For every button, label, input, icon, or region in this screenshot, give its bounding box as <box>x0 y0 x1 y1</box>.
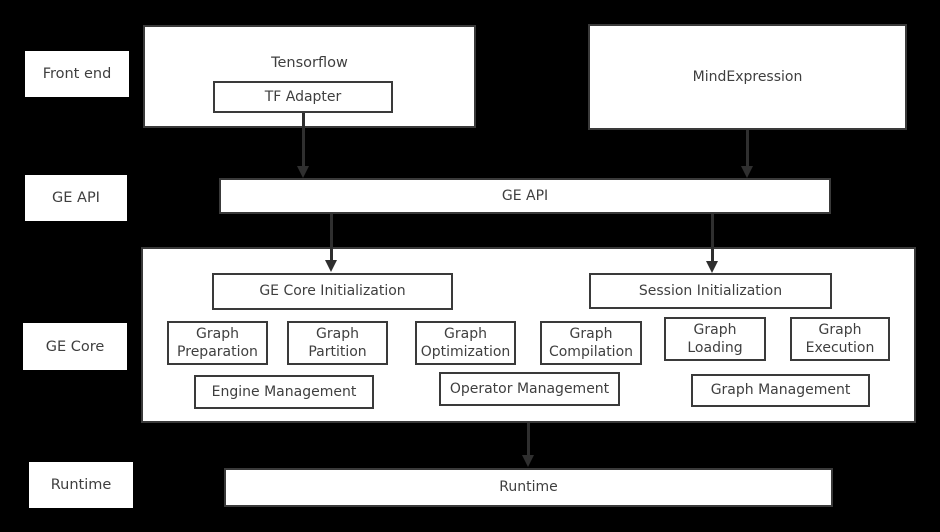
graph-loading-box: Graph Loading <box>664 317 766 361</box>
mindexpression-box: MindExpression <box>588 24 907 130</box>
arrow-mindexpression-to-ge-api <box>740 130 754 178</box>
arrow-ge-api-to-ge-core-initialization <box>324 214 338 272</box>
row-label-front-end: Front end <box>25 51 129 97</box>
engine-management-box: Engine Management <box>194 375 374 409</box>
graph-preparation-box: Graph Preparation <box>167 321 268 365</box>
graph-optimization-box: Graph Optimization <box>415 321 516 365</box>
graph-partition-box: Graph Partition <box>287 321 388 365</box>
row-label-ge-core: GE Core <box>23 323 127 370</box>
graph-management-box: Graph Management <box>691 374 870 407</box>
operator-management-box: Operator Management <box>439 372 620 406</box>
graph-execution-box: Graph Execution <box>790 317 890 361</box>
ge-core-initialization-box: GE Core Initialization <box>212 273 453 310</box>
arrow-ge-core-to-runtime <box>521 423 535 467</box>
runtime-bar: Runtime <box>224 468 833 507</box>
ge-api-bar: GE API <box>219 178 831 214</box>
row-label-runtime: Runtime <box>29 462 133 508</box>
graph-compilation-box: Graph Compilation <box>540 321 642 365</box>
row-label-ge-api: GE API <box>25 175 127 221</box>
session-initialization-box: Session Initialization <box>589 273 832 309</box>
tf-adapter-box: TF Adapter <box>213 81 393 113</box>
tensorflow-label: Tensorflow <box>271 55 348 71</box>
arrow-tf-adapter-to-ge-api <box>296 113 310 178</box>
arrow-ge-api-to-session-initialization <box>705 214 719 273</box>
